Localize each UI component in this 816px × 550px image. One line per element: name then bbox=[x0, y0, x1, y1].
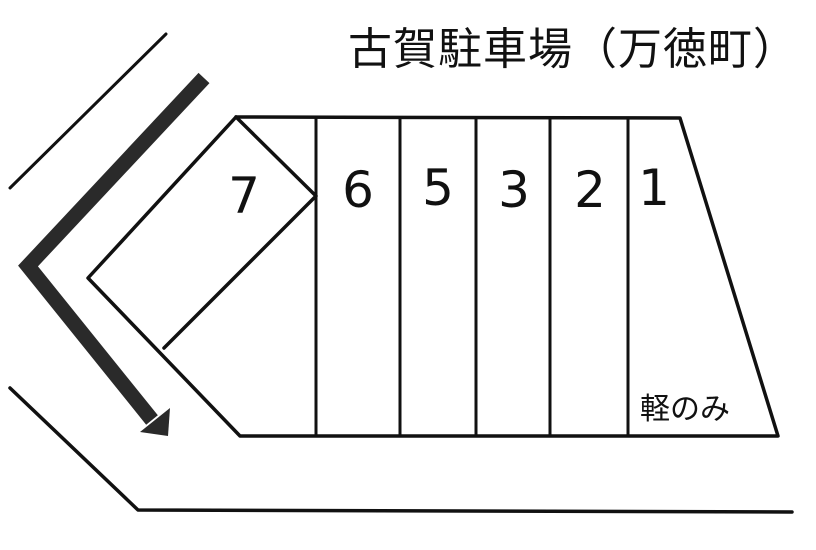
road-edge-lower bbox=[8, 386, 794, 514]
space-number-5: 5 bbox=[422, 159, 454, 217]
space-7-outline bbox=[162, 115, 318, 350]
lot-outline bbox=[86, 115, 780, 438]
space-number-2: 2 bbox=[574, 161, 606, 219]
kei-car-only-label: 軽のみ bbox=[640, 392, 730, 427]
page-title: 古賀駐車場（万徳町） bbox=[348, 24, 798, 75]
road-edge-upper bbox=[8, 32, 168, 190]
space-number-3: 3 bbox=[498, 161, 530, 219]
space-number-6: 6 bbox=[342, 161, 374, 219]
space-number-7: 7 bbox=[228, 167, 260, 225]
traffic-arrow-icon bbox=[18, 72, 210, 436]
space-number-1: 1 bbox=[638, 159, 670, 217]
